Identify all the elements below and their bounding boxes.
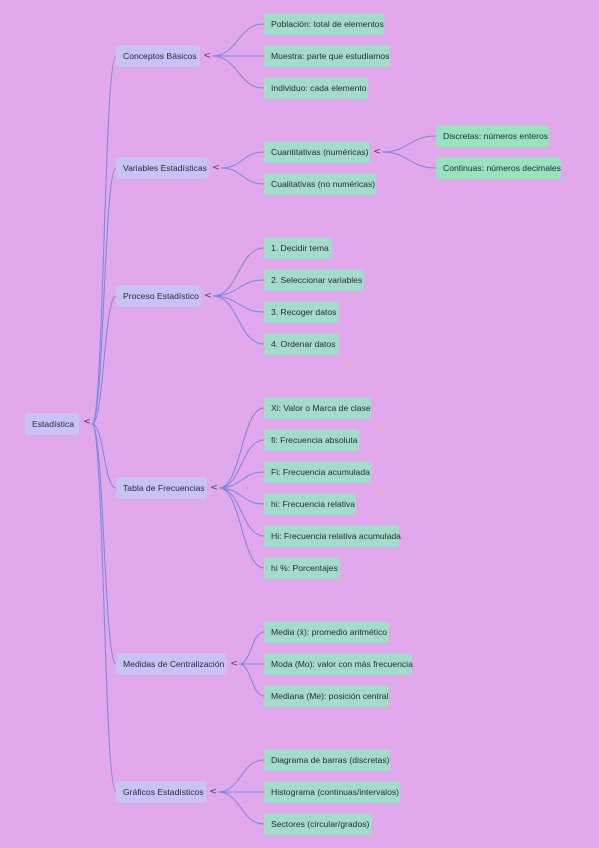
connector-root-variables-estadisticas — [91, 167, 117, 425]
topic-muestra-parte-que-estudiamos[interactable]: Muestra: parte que estudiamos — [264, 45, 390, 67]
topic-xi-valor-o-marca-de-clase[interactable]: Xi: Valor o Marca de clase — [264, 397, 371, 419]
connector-hi-porcentajes — [218, 487, 265, 569]
category-proceso-estadistico[interactable]: Proceso Estadístico — [116, 285, 201, 307]
connector-fi-frecuencia-acumulada — [218, 471, 265, 489]
collapse-toggle-tabla-de-frecuencias[interactable]: < — [210, 483, 218, 493]
topic-fi-frecuencia-absoluta[interactable]: fi: Frecuencia absoluta — [264, 429, 359, 451]
connector-4-ordenar-datos — [212, 295, 265, 345]
topic-diagrama-de-barras-discretas[interactable]: Diagrama de barras (discretas) — [264, 749, 390, 771]
topic-1-decidir-tema[interactable]: 1. Decidir tema — [264, 237, 332, 259]
connector-fi-frecuencia-absoluta — [218, 439, 265, 489]
subtopic-continuas-numeros-decimales[interactable]: Continuas: números decimales — [436, 157, 561, 179]
connector-individuo-cada-elemento — [211, 55, 265, 89]
connector-mediana-me-posicion-central — [238, 663, 265, 697]
root-collapse-toggle[interactable]: < — [83, 417, 91, 427]
topic-moda-mo-valor-con-mas-frecuencia[interactable]: Moda (Mo): valor con más frecuencia — [264, 653, 413, 675]
collapse-toggle-medidas-de-centralizacion[interactable]: < — [230, 659, 238, 669]
root-node-estadistica[interactable]: Estadística — [25, 413, 79, 435]
topic-cualitativas-no-numericas[interactable]: Cualitativas (no numéricas) — [264, 173, 376, 195]
connector-2-seleccionar-variables — [212, 279, 265, 297]
connector-diagrama-de-barras-discretas — [217, 759, 265, 793]
connector-3-recoger-datos — [212, 295, 265, 313]
topic-hi-frecuencia-relativa-acumulada[interactable]: Hi: Frecuencia relativa acumulada — [264, 525, 401, 547]
category-conceptos-basicos[interactable]: Conceptos Básicos — [116, 45, 200, 67]
connector-root-tabla-de-frecuencias — [91, 423, 117, 489]
connector-root-conceptos-basicos — [91, 55, 117, 425]
connector-1-decidir-tema — [212, 247, 265, 297]
connector-discretas-numeros-enteros — [381, 135, 437, 153]
connector-sectores-circular-grados — [217, 791, 265, 825]
topic-hi-frecuencia-relativa[interactable]: hi: Frecuencia relativa — [264, 493, 356, 515]
topic-individuo-cada-elemento[interactable]: Individuo: cada elemento — [264, 77, 368, 99]
topic-2-seleccionar-variables[interactable]: 2. Seleccionar variables — [264, 269, 364, 291]
topic-hi-porcentajes[interactable]: hi %: Porcentajes — [264, 557, 340, 579]
connector-cualitativas-no-numericas — [220, 167, 265, 185]
category-variables-estadisticas[interactable]: Variables Estadísticas — [116, 157, 209, 179]
subtopic-discretas-numeros-enteros[interactable]: Discretas: números enteros — [436, 125, 549, 147]
collapse-toggle-cuantitativas-numericas[interactable]: < — [373, 147, 381, 157]
topic-poblacion-total-de-elementos[interactable]: Población: total de elementos — [264, 13, 384, 35]
category-tabla-de-frecuencias[interactable]: Tabla de Frecuencias — [116, 477, 207, 499]
topic-fi-frecuencia-acumulada[interactable]: Fi: Frecuencia acumulada — [264, 461, 371, 483]
topic-mediana-me-posicion-central[interactable]: Mediana (Me): posición central — [264, 685, 389, 707]
topic-4-ordenar-datos[interactable]: 4. Ordenar datos — [264, 333, 339, 355]
connector-xi-valor-o-marca-de-clase — [218, 407, 265, 489]
topic-3-recoger-datos[interactable]: 3. Recoger datos — [264, 301, 339, 323]
connector-hi-frecuencia-relativa-acumulada — [218, 487, 265, 537]
category-graficos-estadisticos[interactable]: Gráficos Estadísticos — [116, 781, 206, 803]
connector-root-medidas-de-centralizacion — [91, 423, 117, 665]
topic-media-x-promedio-aritmetico[interactable]: Media (x̄): promedio aritmético — [264, 621, 389, 643]
connector-root-proceso-estadistico — [91, 295, 117, 425]
connector-poblacion-total-de-elementos — [211, 23, 265, 57]
connector-root-graficos-estadisticos — [91, 423, 117, 793]
connector-cuantitativas-numericas — [220, 151, 265, 169]
topic-sectores-circular-grados[interactable]: Sectores (circular/grados) — [264, 813, 372, 835]
topic-cuantitativas-numericas[interactable]: Cuantitativas (numéricas) — [264, 141, 370, 163]
collapse-toggle-proceso-estadistico[interactable]: < — [204, 291, 212, 301]
connector-media-x-promedio-aritmetico — [238, 631, 265, 665]
category-medidas-de-centralizacion[interactable]: Medidas de Centralización — [116, 653, 227, 675]
topic-histograma-continuas-intervalos[interactable]: Histograma (continuas/intervalos) — [264, 781, 400, 803]
collapse-toggle-conceptos-basicos[interactable]: < — [203, 51, 211, 61]
collapse-toggle-graficos-estadisticos[interactable]: < — [209, 787, 217, 797]
connector-continuas-numeros-decimales — [381, 151, 437, 169]
collapse-toggle-variables-estadisticas[interactable]: < — [212, 163, 220, 173]
